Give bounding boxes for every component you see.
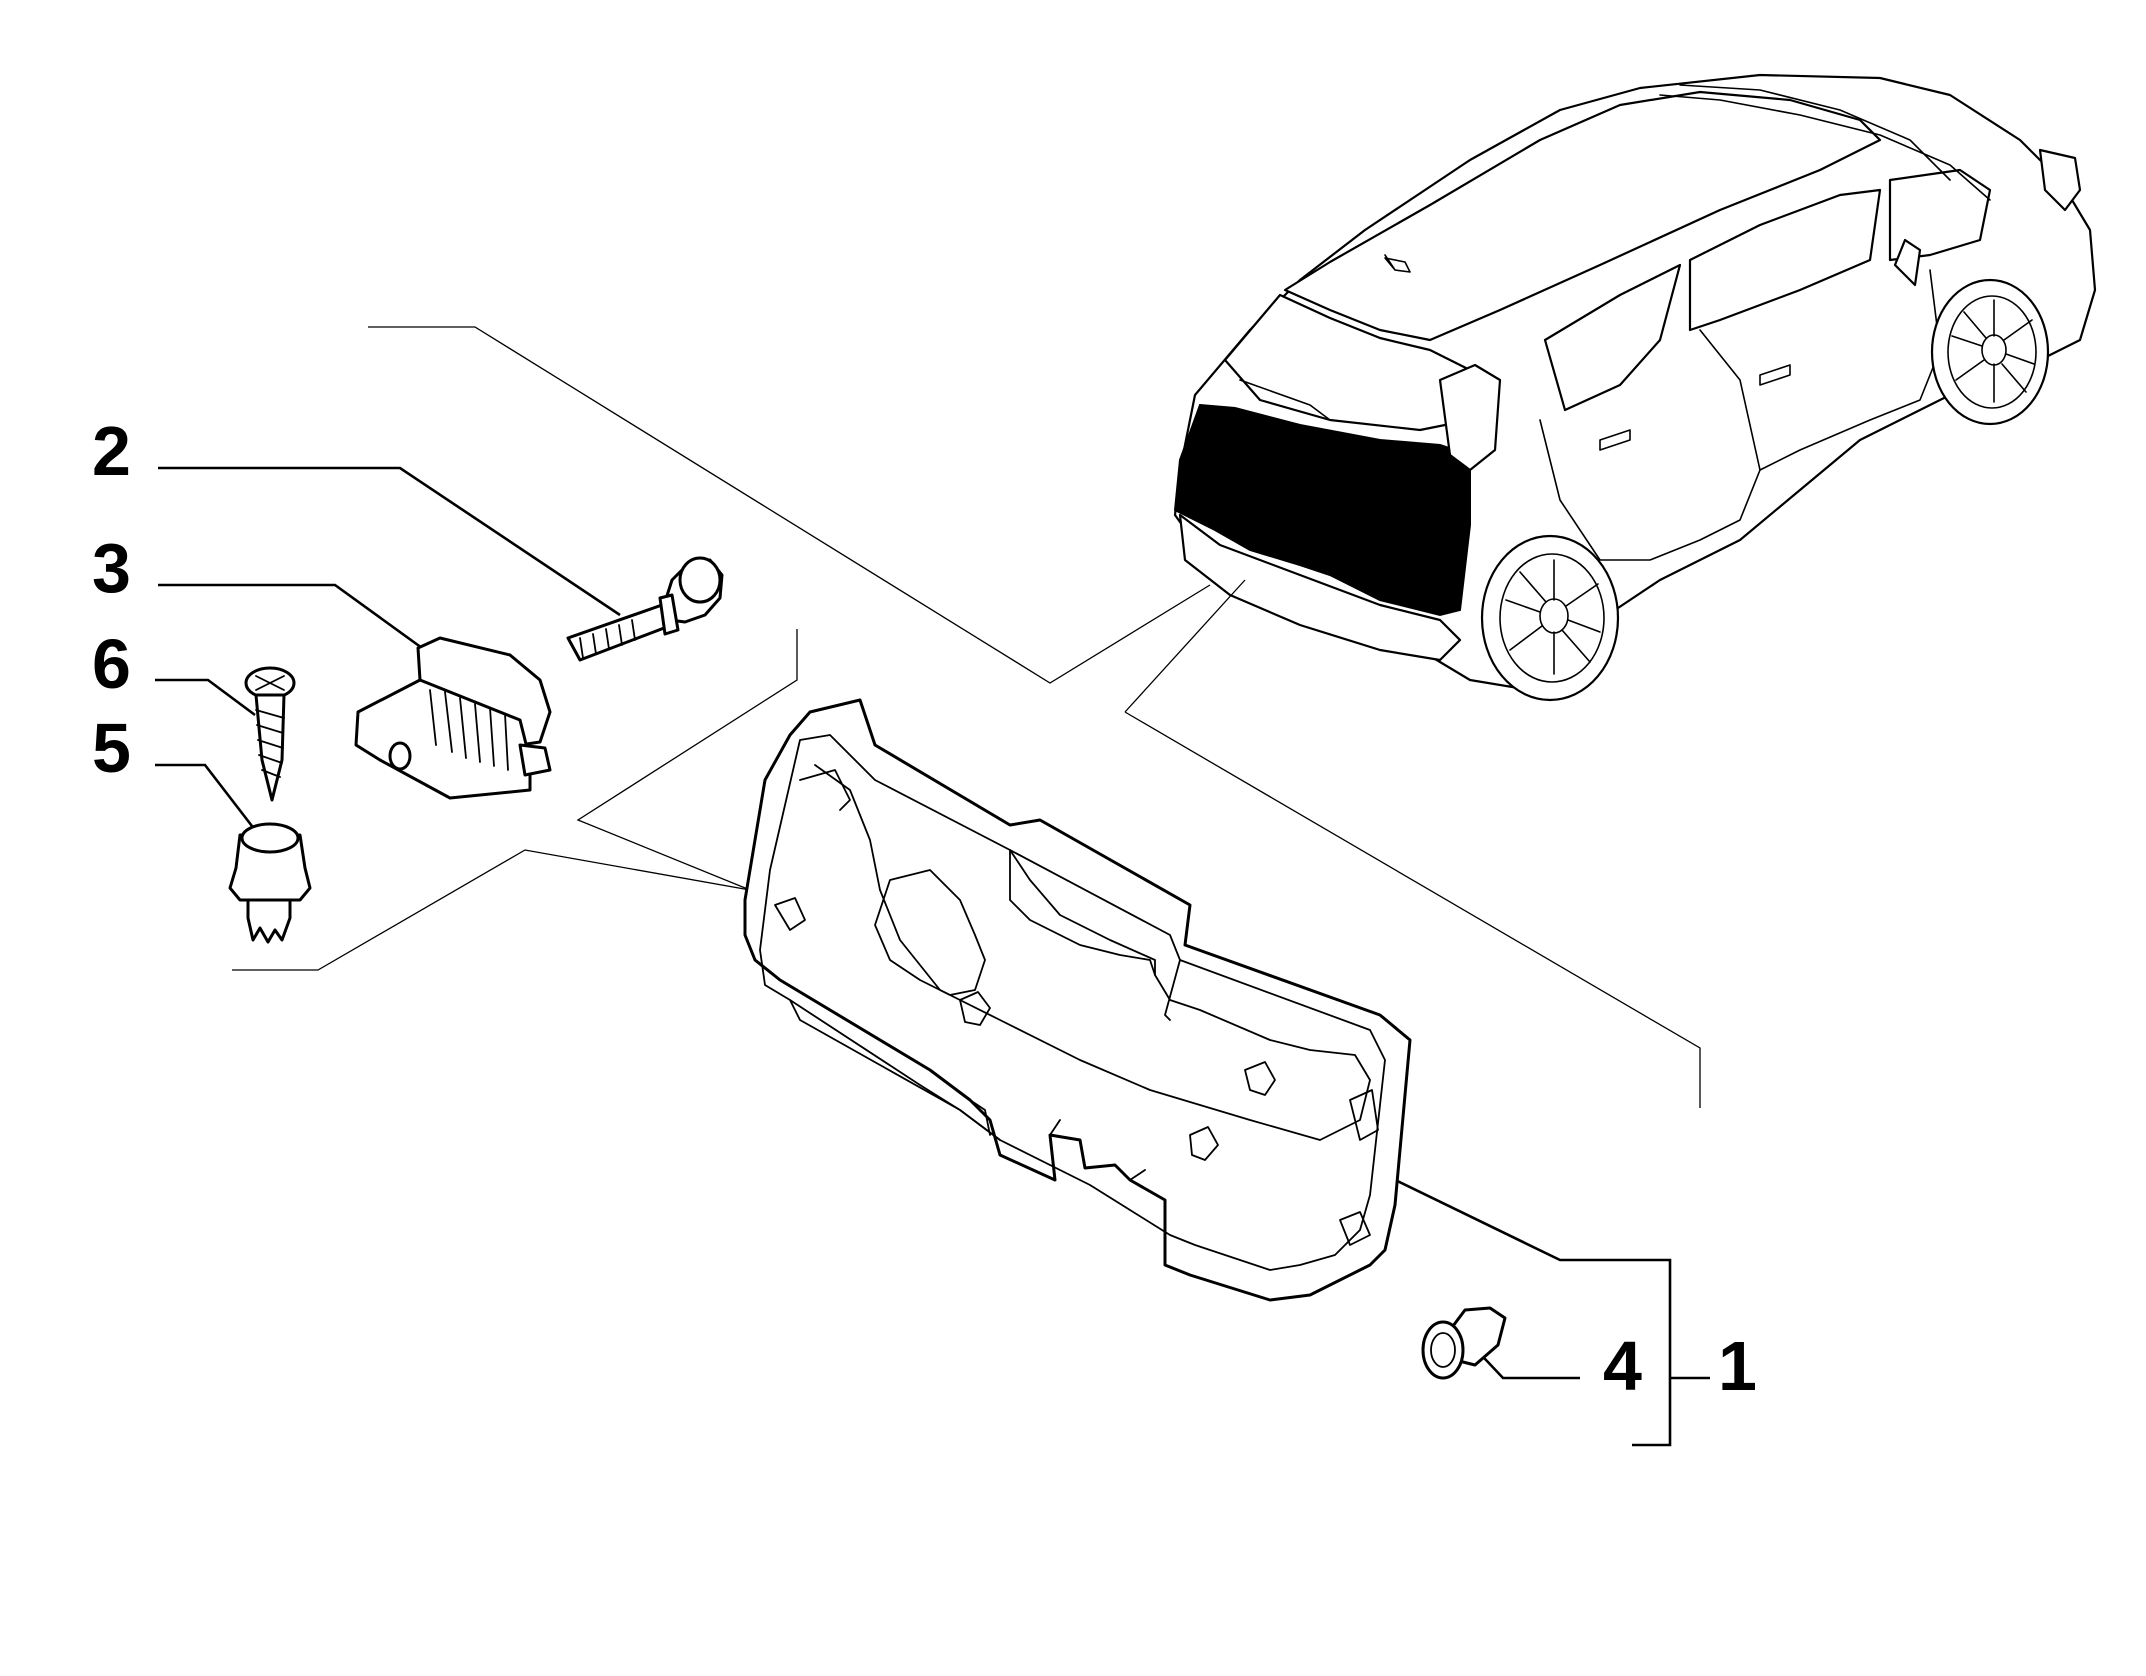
part-3-bumper-pad-icon	[354, 636, 552, 800]
part-5-grommet-icon	[228, 822, 312, 944]
part-4-push-clip-icon	[1421, 1306, 1507, 1380]
part-2-bolt-icon	[566, 556, 724, 662]
callout-6: 6	[92, 625, 131, 703]
car-illustration	[1173, 73, 2097, 702]
callout-1: 1	[1718, 1327, 1757, 1405]
front-wheel	[1930, 278, 2050, 426]
callout-3: 3	[92, 529, 131, 607]
part-1-tailgate-trim-panel	[743, 698, 1412, 1302]
rear-wheel	[1480, 534, 1620, 702]
part-6-screw-icon	[244, 666, 296, 802]
highlighted-tailgate-area	[1173, 403, 1471, 617]
callout-4: 4	[1603, 1327, 1642, 1405]
callout-5: 5	[92, 709, 131, 787]
callout-labels: 2 3 6 5 4 1	[92, 412, 1757, 1405]
leader-lines	[155, 326, 1710, 1447]
callout-2: 2	[92, 412, 131, 490]
